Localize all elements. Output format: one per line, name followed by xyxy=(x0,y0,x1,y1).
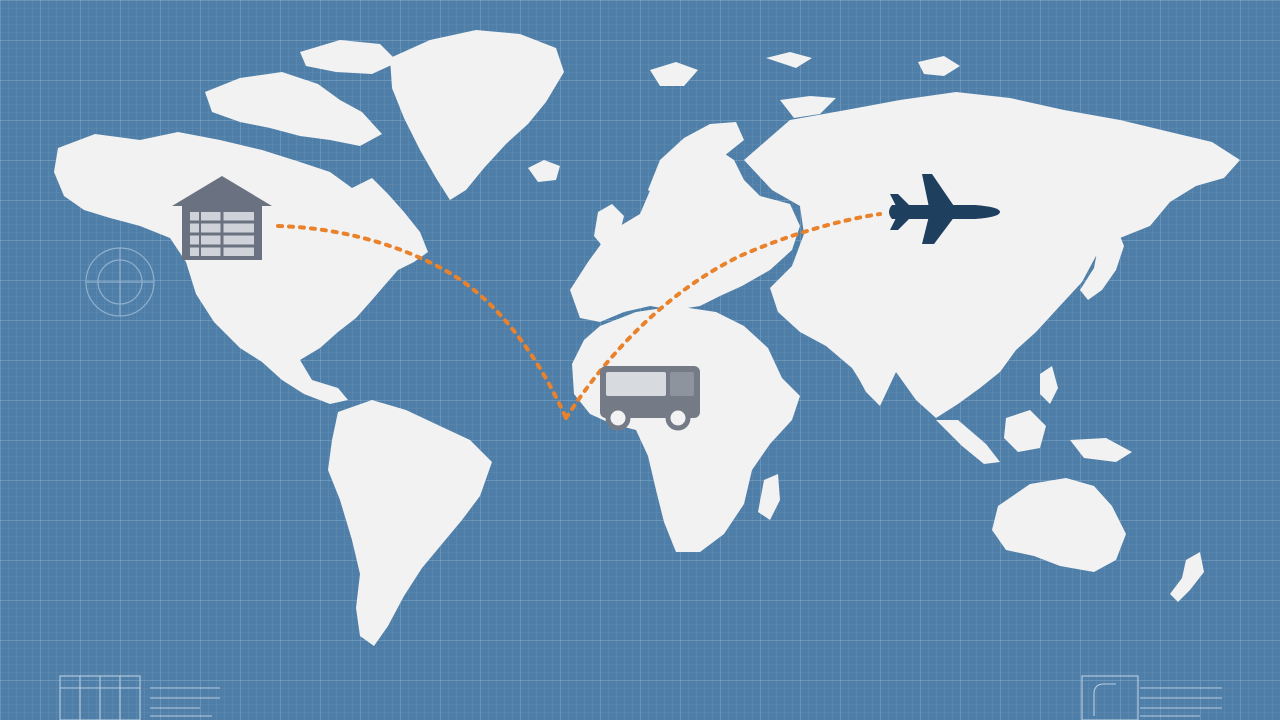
novaya-zemlya xyxy=(780,96,836,118)
new-siberian xyxy=(918,56,960,76)
philippines xyxy=(1040,366,1058,404)
new-guinea xyxy=(1070,438,1132,462)
japan xyxy=(1080,226,1124,300)
blueprint-schematic-left xyxy=(59,675,220,720)
blueprint-schematic-right xyxy=(1081,675,1222,720)
airplane-icon xyxy=(889,174,1000,244)
scandinavia xyxy=(648,122,744,204)
europe xyxy=(570,148,800,322)
route-warehouse-to-truck xyxy=(276,224,568,420)
route-truck-to-plane xyxy=(564,212,882,420)
franz-josef xyxy=(766,52,812,68)
svalbard xyxy=(650,62,698,86)
sumatra xyxy=(936,420,1000,464)
shipping-routes xyxy=(276,212,882,420)
south-america xyxy=(328,400,492,646)
warehouse-icon xyxy=(172,176,272,260)
arctic-island-small xyxy=(300,40,398,74)
iceland xyxy=(528,160,560,182)
british-isles xyxy=(594,204,624,248)
borneo xyxy=(1004,410,1046,452)
new-zealand xyxy=(1170,552,1204,602)
truck-icon xyxy=(600,366,700,431)
north-america xyxy=(54,132,428,404)
arctic-islands xyxy=(205,72,382,146)
compass-rose-icon xyxy=(85,247,155,317)
madagascar xyxy=(758,474,780,520)
australia xyxy=(992,478,1126,572)
greenland xyxy=(390,30,564,200)
india xyxy=(840,322,904,406)
sakhalin xyxy=(1132,180,1150,228)
